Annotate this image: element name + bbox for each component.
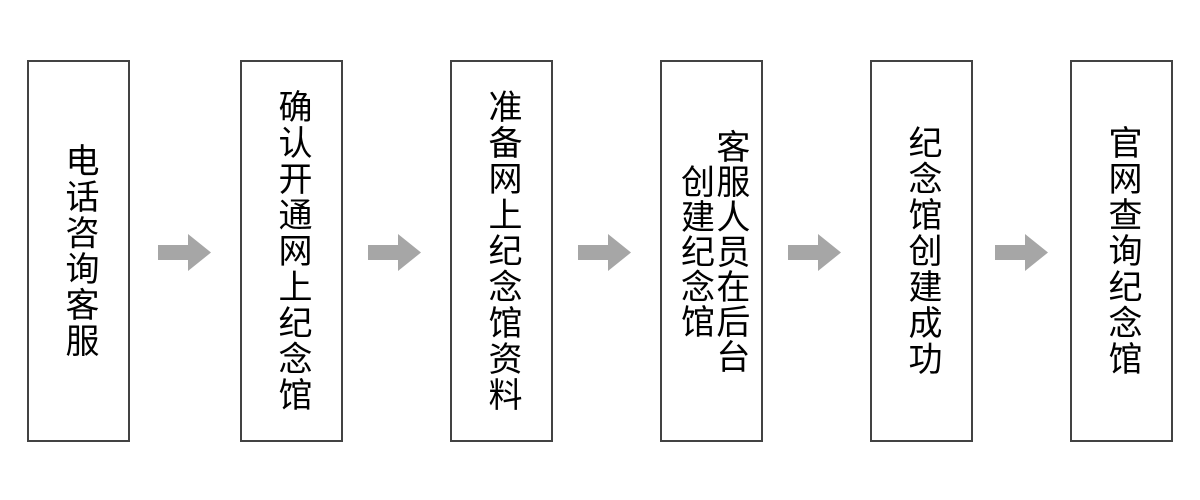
process-node-label: 纪念馆创建成功 [902, 125, 942, 377]
process-node-step-2[interactable]: 确认开通网上纪念馆 [240, 60, 343, 442]
flow-arrow-right-icon [578, 234, 631, 271]
flow-arrow-right-icon [158, 234, 211, 271]
process-node-label: 电话咨询客服 [59, 143, 99, 359]
process-node-step-1[interactable]: 电话咨询客服 [27, 60, 130, 442]
process-node-label: 确认开通网上纪念馆 [272, 89, 312, 413]
flow-arrow-right-icon [368, 234, 421, 271]
process-node-label: 准备网上纪念馆资料 [482, 89, 522, 413]
flow-arrow-right-icon [788, 234, 841, 271]
process-node-step-3[interactable]: 准备网上纪念馆资料 [450, 60, 553, 442]
process-node-label: 客服人员在后台创建纪念馆 [674, 128, 750, 374]
flow-arrow-right-icon [995, 234, 1048, 271]
process-node-label: 官网查询纪念馆 [1102, 125, 1142, 377]
process-node-step-6[interactable]: 官网查询纪念馆 [1070, 60, 1173, 442]
process-node-step-4[interactable]: 客服人员在后台创建纪念馆 [660, 60, 763, 442]
process-node-step-5[interactable]: 纪念馆创建成功 [870, 60, 973, 442]
